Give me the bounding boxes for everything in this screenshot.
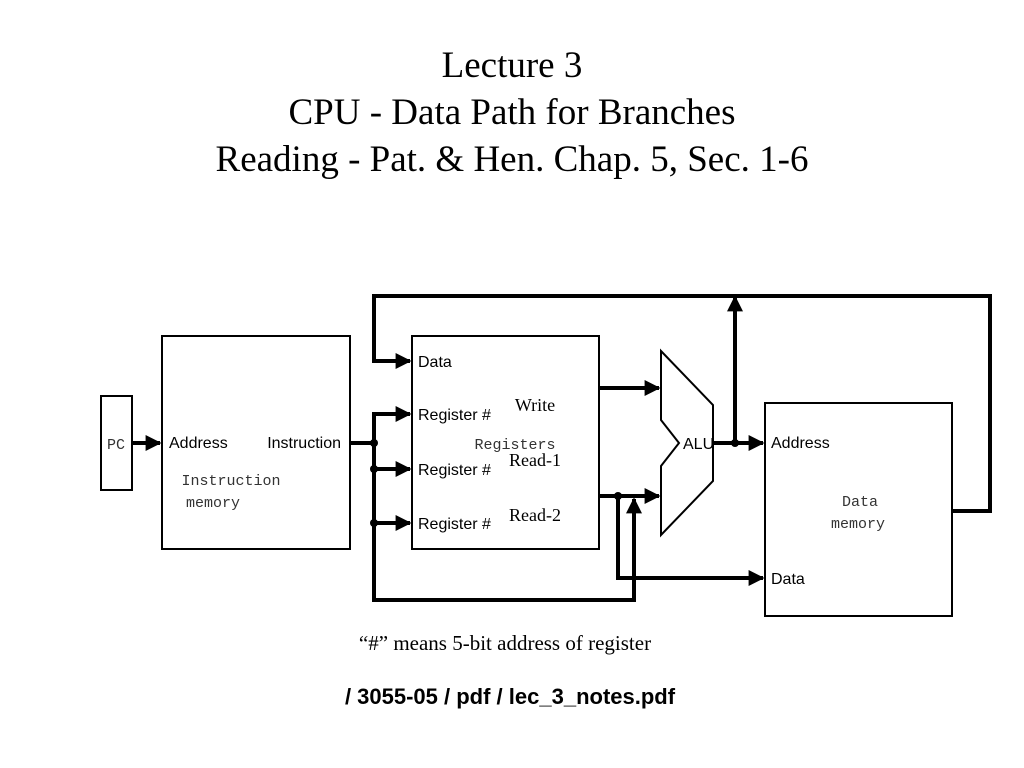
reg-data-label: Data [418,354,452,371]
reg-read2-port-label: Register # [418,516,491,533]
title-line-1: Lecture 3 [441,45,583,86]
imem-name-line-1: Instruction [181,473,280,490]
dmem-name-line-2: memory [831,516,885,533]
title-line-3: Reading - Pat. & Hen. Chap. 5, Sec. 1-6 [215,139,809,180]
instr-to-read2-reg-wire [372,469,412,531]
footer-path: / 3055-05 / pdf / lec_3_notes.pdf [344,684,676,709]
junction-dot [370,439,378,447]
instr-to-write-reg-wire [372,406,412,443]
read1-label: Read-1 [509,450,561,470]
registers-name: Registers [474,437,555,454]
registers-box [411,335,600,550]
dmem-name-line-1: Data [842,494,878,511]
imem-address-label: Address [169,435,228,452]
title-line-2: CPU - Data Path for Branches [288,92,736,133]
alu-label: ALU [683,436,714,453]
write-label: Write [515,395,555,415]
reg-read1-port-label: Register # [418,462,491,479]
junction-dot [614,492,622,500]
dmem-data-label: Data [771,571,805,588]
pc-label: PC [107,437,125,454]
alu-shape [660,348,714,538]
writeback-loop-wire [372,294,992,513]
read2-to-data-memory-wire [616,496,765,586]
imem-name-line-2: memory [186,495,240,512]
read2-label: Read-2 [509,505,561,525]
dmem-address-label: Address [771,435,830,452]
imem-instruction-label: Instruction [267,435,341,452]
instr-to-alu-immediate-wire [372,497,642,602]
junction-dot [370,519,378,527]
junction-dot [731,439,739,447]
instr-to-read1-reg-wire [372,443,412,477]
junction-dot [370,465,378,473]
reg-write-port-label: Register # [418,407,491,424]
caption: “#” means 5-bit address of register [358,631,652,655]
